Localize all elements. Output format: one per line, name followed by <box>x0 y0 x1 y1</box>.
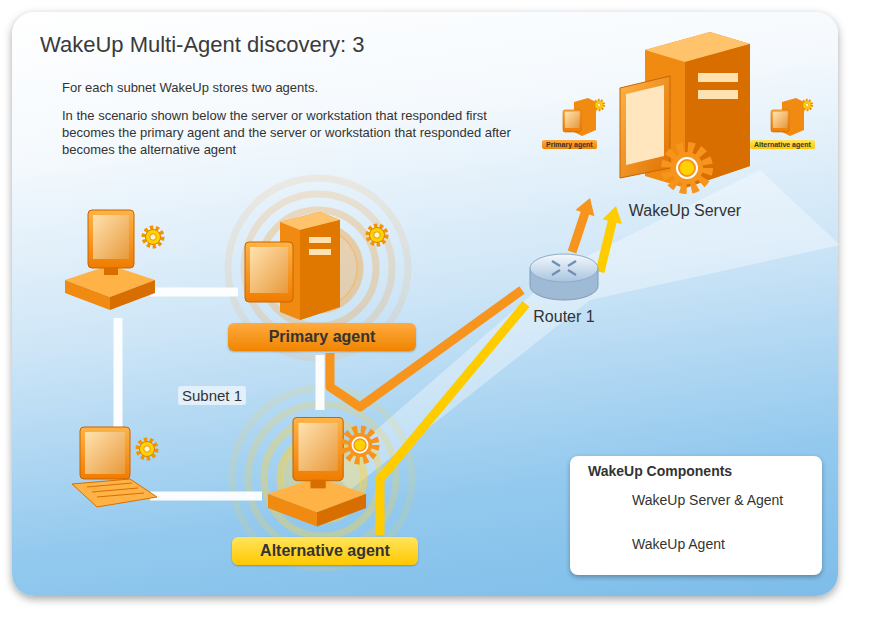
note-text: In the scenario shown below the server o… <box>62 108 532 159</box>
node-text: Router 1 <box>533 308 594 326</box>
agent-pill: Alternative agent <box>232 537 418 565</box>
node-text: Primary agent <box>269 328 376 346</box>
server-node: WakeUp Server <box>590 28 780 220</box>
agent-tag: Primary agent <box>542 140 597 149</box>
node-icon <box>522 248 606 306</box>
node-text: Alternative agent <box>754 141 811 148</box>
arrow-head <box>603 206 622 224</box>
node-text: Primary agent <box>546 141 593 148</box>
router-icon <box>522 248 606 306</box>
subnet-label: Subnet 1 <box>178 386 246 405</box>
connector <box>572 198 594 252</box>
agent-tag: Alternative agent <box>750 140 815 149</box>
agent-pill: Primary agent <box>228 323 416 351</box>
legend-text: WakeUp Server & Agent <box>632 492 783 508</box>
diagram-title: WakeUp Multi-Agent discovery: 3 <box>40 32 364 58</box>
server-icon <box>590 28 780 200</box>
node-text: Alternative agent <box>260 542 390 560</box>
note-text: For each subnet WakeUp stores two agents… <box>62 80 532 95</box>
arrow-head <box>575 198 594 216</box>
connector-line <box>572 209 586 252</box>
node-text: WakeUp Server <box>629 202 741 220</box>
router-node: Router 1 <box>522 248 606 326</box>
connector-line <box>600 218 613 272</box>
node-icon <box>590 28 780 200</box>
legend-text: WakeUp Agent <box>632 536 725 552</box>
connector <box>600 206 622 272</box>
legend-title: WakeUp Components <box>588 463 732 479</box>
